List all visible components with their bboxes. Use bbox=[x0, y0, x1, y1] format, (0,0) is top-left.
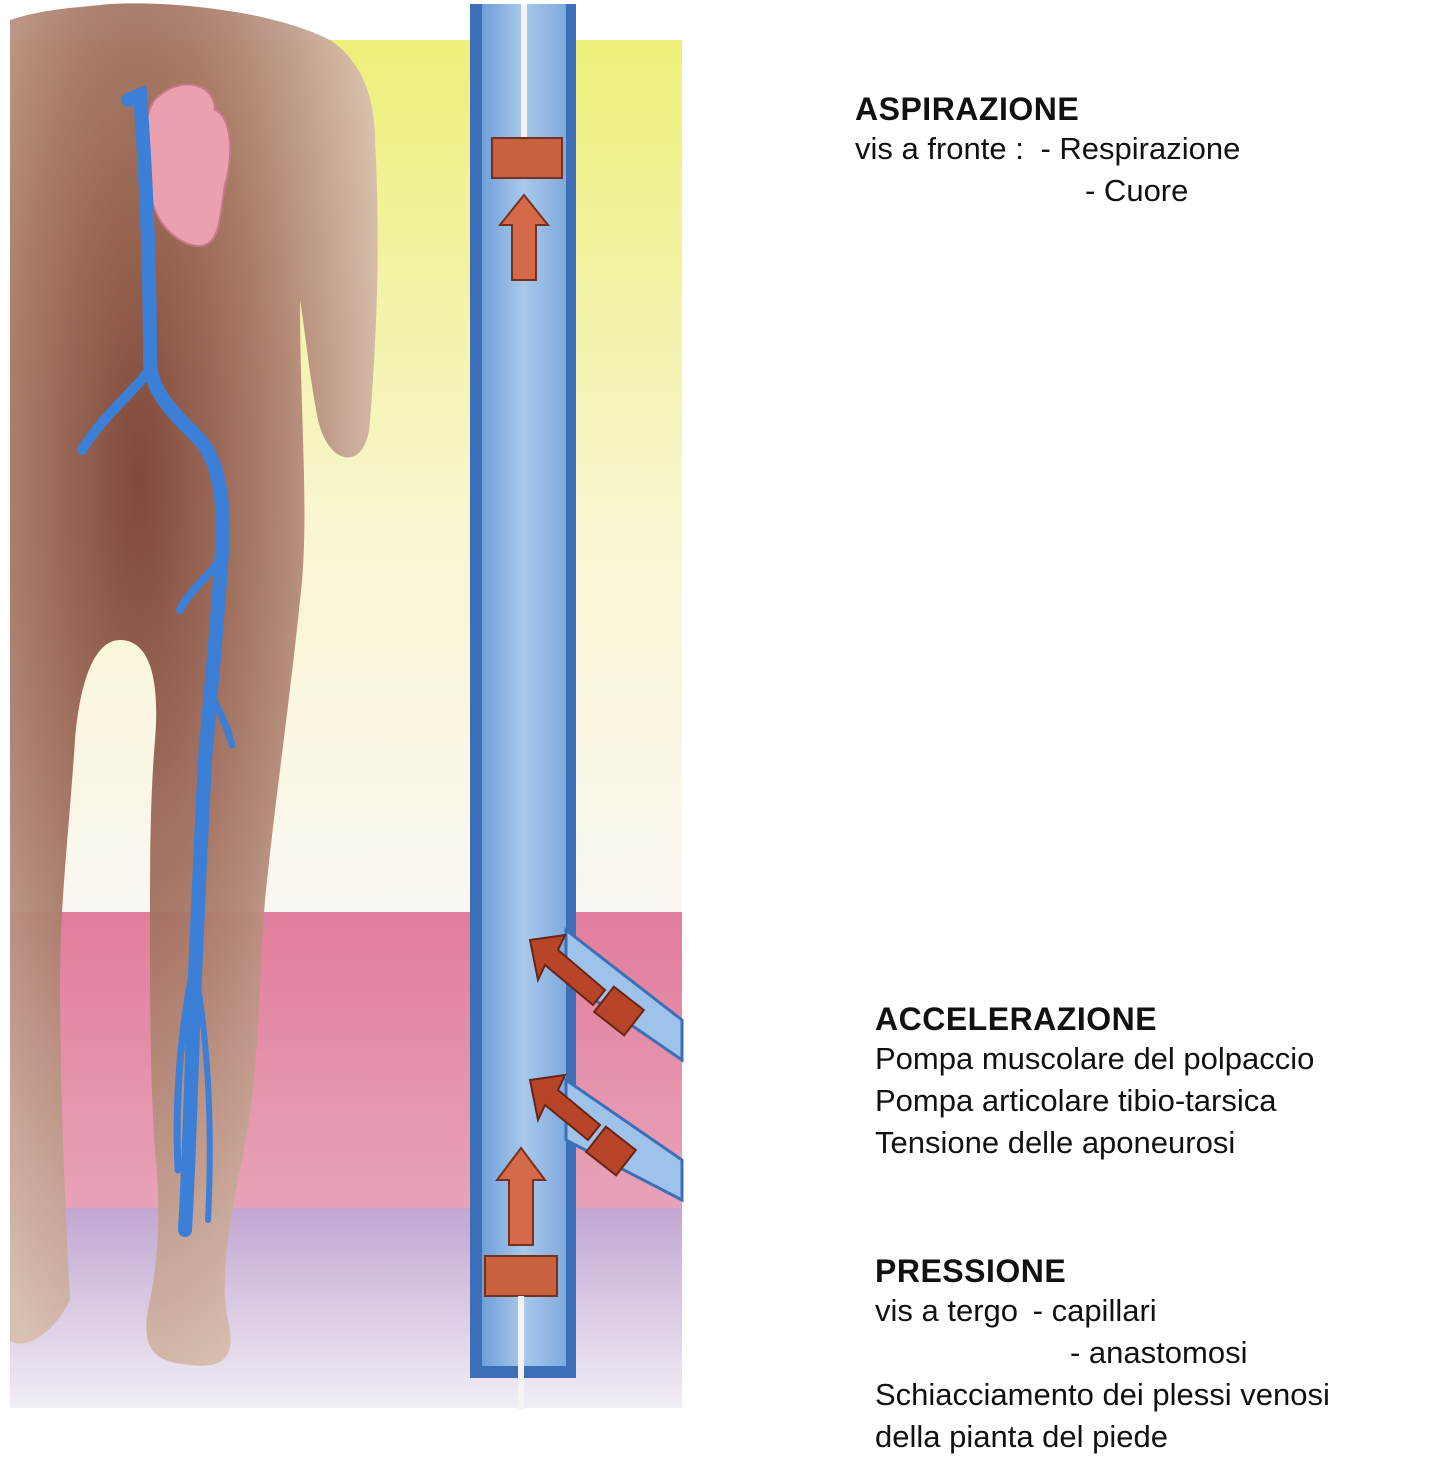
aspirazione-title: ASPIRAZIONE bbox=[855, 90, 1240, 128]
pressione-block: PRESSIONE vis a tergo - capillari - anas… bbox=[875, 1252, 1330, 1458]
pressione-item-1: - capillari bbox=[1033, 1293, 1157, 1328]
pressione-prefix: vis a tergo bbox=[875, 1293, 1018, 1328]
pressione-title: PRESSIONE bbox=[875, 1252, 1330, 1290]
pressione-line-2: - anastomosi bbox=[875, 1332, 1330, 1374]
aspirazione-prefix: vis a fronte : bbox=[855, 131, 1024, 166]
aspirazione-line-2: - Cuore bbox=[855, 170, 1240, 212]
aspirazione-item-1: - Respirazione bbox=[1040, 131, 1240, 166]
aspirazione-item-2: - Cuore bbox=[1085, 173, 1188, 208]
accelerazione-title: ACCELERAZIONE bbox=[875, 1000, 1314, 1038]
accelerazione-line-2: Pompa articolare tibio-tarsica bbox=[875, 1080, 1314, 1122]
aspirazione-line-1: vis a fronte : - Respirazione bbox=[855, 128, 1240, 170]
accelerazione-line-1: Pompa muscolare del polpaccio bbox=[875, 1038, 1314, 1080]
piston-top bbox=[492, 138, 562, 178]
piston-bottom bbox=[485, 1256, 557, 1296]
lilac-band bbox=[10, 1208, 682, 1408]
accelerazione-line-3: Tensione delle aponeurosi bbox=[875, 1122, 1314, 1164]
pressione-item-2: - anastomosi bbox=[1070, 1335, 1247, 1370]
accelerazione-block: ACCELERAZIONE Pompa muscolare del polpac… bbox=[875, 1000, 1314, 1164]
pressione-line-1: vis a tergo - capillari bbox=[875, 1290, 1330, 1332]
pressione-line-3: Schiacciamento dei plessi venosi bbox=[875, 1374, 1330, 1416]
pressione-line-4: della pianta del piede bbox=[875, 1416, 1330, 1458]
aspirazione-block: ASPIRAZIONE vis a fronte : - Respirazion… bbox=[855, 90, 1240, 212]
